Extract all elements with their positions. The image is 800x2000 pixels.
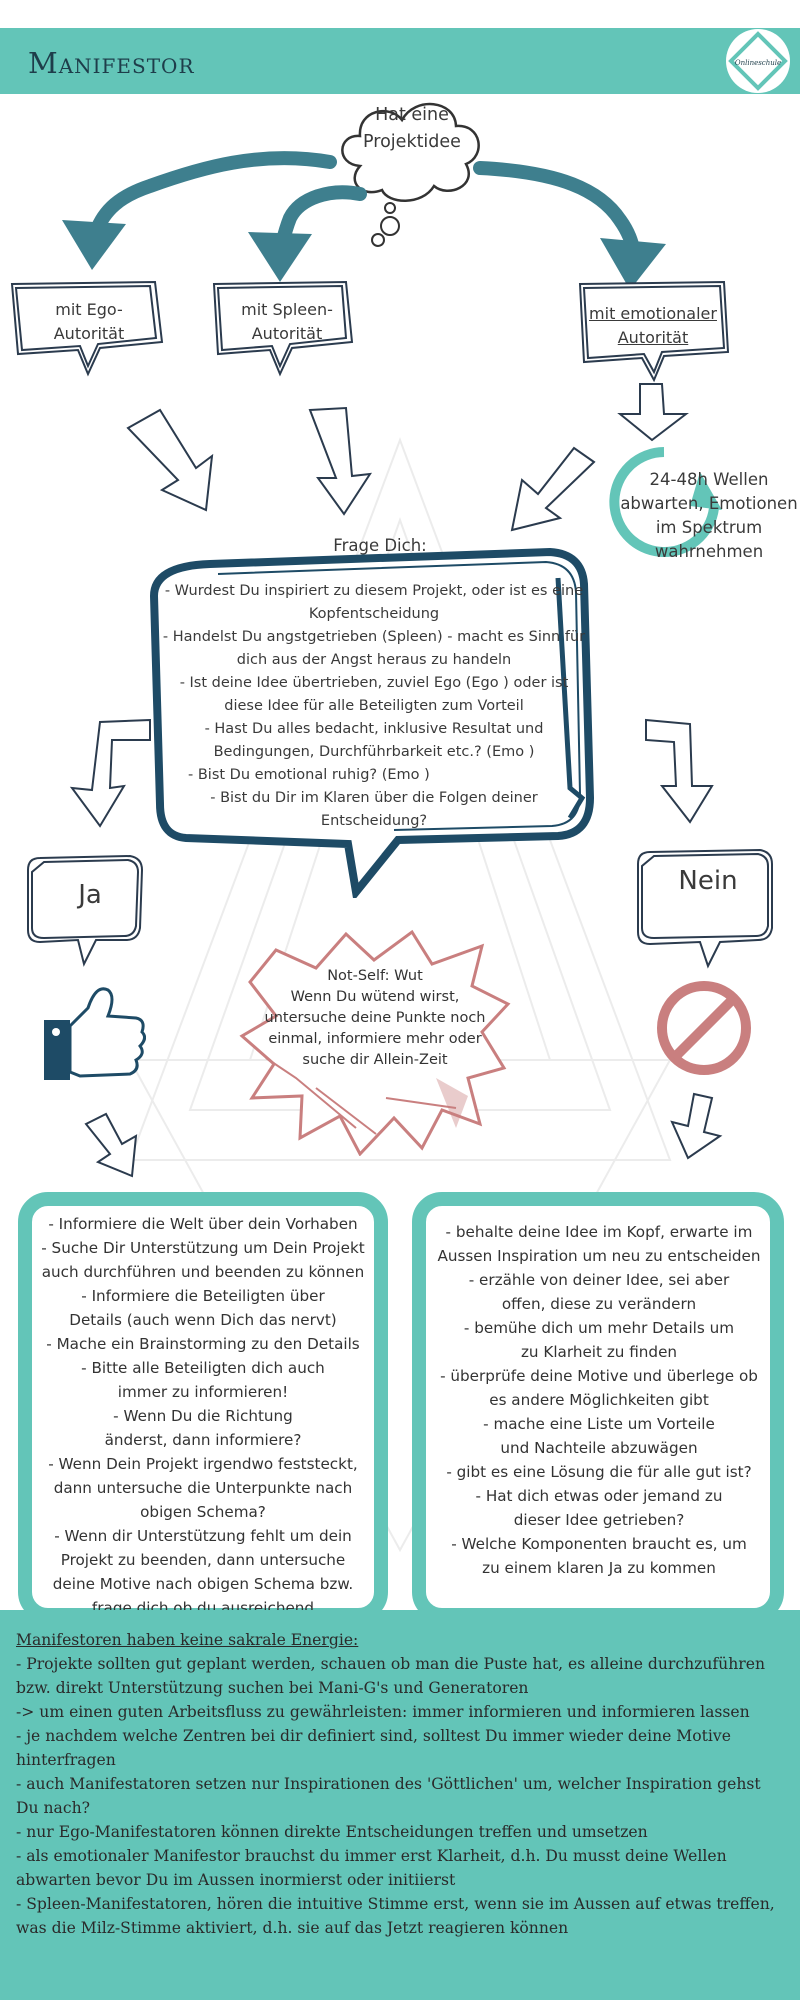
- question-bubble: [150, 548, 595, 898]
- no-action-item: - Hat dich etwas oder jemand zu dieser I…: [475, 1487, 723, 1529]
- arrow-emo-left: [510, 446, 596, 532]
- outline-arrows: [69, 383, 723, 1178]
- arrow-to-ego: [89, 151, 337, 239]
- arrow-ja-down: [84, 1112, 138, 1178]
- thumbs-up-icon: [44, 987, 146, 1080]
- footer-line: - Projekte sollten gut geplant werden, s…: [16, 1655, 765, 1697]
- ego-bubble: [10, 280, 164, 377]
- arrow-head-ego: [62, 220, 126, 270]
- logo: Onlineschule: [726, 29, 790, 93]
- logo-text: Onlineschule: [735, 59, 781, 67]
- spleen-bubble: [212, 280, 354, 377]
- answer-no: Nein: [678, 866, 738, 896]
- footer-line: - auch Manifestatoren setzen nur Inspira…: [16, 1775, 761, 1817]
- no-action-item: - gibt es eine Lösung die für alle gut i…: [446, 1463, 752, 1481]
- footer-line: - Spleen-Manifestatoren, hören die intui…: [16, 1895, 775, 1937]
- footer-notes: Manifestoren haben keine sakrale Energie…: [16, 1628, 786, 1940]
- yes-action-item: - Bitte alle Beteiligten dich auch immer…: [81, 1359, 325, 1401]
- yes-action-item: - Informiere die Welt über dein Vorhaben: [48, 1215, 358, 1233]
- cycle-arrow-icon: [609, 447, 722, 557]
- answer-yes: Ja: [78, 880, 102, 910]
- yes-action-item: - Wenn Du die Richtung änderst, dann inf…: [104, 1407, 302, 1449]
- answer-bubbles: [27, 848, 773, 969]
- no-action-item: - bemühe dich um mehr Details um zu Klar…: [463, 1319, 735, 1361]
- footer-line: - je nachdem welche Zentren bei dir defi…: [16, 1727, 731, 1769]
- yes-action-item: - Wenn Dein Projekt irgendwo feststeckt,…: [48, 1455, 358, 1521]
- question-item: - Bist Du emotional ruhig? (Emo ): [188, 767, 430, 783]
- question-label: Frage Dich:: [333, 536, 427, 555]
- header-bar: [0, 28, 800, 94]
- question-item: - Handelst Du angstgetrieben (Spleen) - …: [162, 629, 586, 668]
- yes-action-item: - Mache ein Brainstorming zu den Details: [46, 1335, 360, 1353]
- arrow-head-emotional: [600, 238, 666, 290]
- not-self-burst: [239, 929, 511, 1156]
- footer-line: - nur Ego-Manifestatoren können direkte …: [16, 1823, 648, 1841]
- no-action-item: - erzähle von deiner Idee, sei aber offe…: [468, 1271, 730, 1313]
- footer-line: - als emotionaler Manifestor brauchst du…: [16, 1847, 727, 1889]
- yes-actions-box: [18, 1192, 388, 1622]
- arrow-ego-down: [126, 408, 214, 512]
- yes-actions-list: - Informiere die Welt über dein Vorhaben…: [36, 1212, 370, 1644]
- no-action-item: - behalte deine Idee im Kopf, erwarte im…: [437, 1223, 761, 1265]
- arrow-right-down: [645, 718, 714, 824]
- arrow-left-down: [69, 718, 151, 828]
- arrow-nein-down: [670, 1092, 723, 1160]
- question-item: - Bist du Dir im Klaren über die Folgen …: [210, 790, 538, 829]
- yes-bubble: [27, 854, 144, 967]
- not-self-text: Not-Self: Wut Wenn Du wütend wirst, unte…: [262, 966, 488, 1071]
- no-action-item: - überprüfe deine Motive und überlege ob…: [440, 1367, 758, 1409]
- question-items: - Wurdest Du inspiriert zu diesem Projek…: [158, 580, 590, 833]
- footer-panel: [0, 1610, 800, 2000]
- arrow-emo-down: [617, 383, 689, 442]
- no-actions-list: - behalte deine Idee im Kopf, erwarte im…: [432, 1220, 766, 1580]
- yes-action-item: - Suche Dir Unterstützung um Dein Projek…: [41, 1239, 365, 1281]
- thought-cloud: [341, 103, 480, 247]
- not-self-body: Wenn Du wütend wirst, untersuche deine P…: [264, 989, 486, 1068]
- authority-ego: mit Ego-Autorität: [53, 300, 125, 343]
- branch-arrows: [62, 151, 666, 290]
- yes-action-item: - Informiere die Beteiligten über Detail…: [69, 1287, 337, 1329]
- not-self-title: Not-Self: Wut: [327, 968, 423, 984]
- authority-spleen: mit Spleen-Autorität: [241, 300, 333, 343]
- page-title: Manifestor: [28, 46, 195, 80]
- no-entry-icon: [657, 981, 751, 1075]
- cloud-text: Hat eine Projektidee: [363, 105, 461, 152]
- question-item: - Wurdest Du inspiriert zu diesem Projek…: [164, 583, 584, 622]
- waves-text: 24-48h Wellen abwarten, Emotionen im Spe…: [620, 470, 798, 561]
- authority-bubbles: [10, 280, 730, 383]
- footer-line: -> um einen guten Arbeitsfluss zu gewähr…: [16, 1703, 750, 1721]
- question-item: - Ist deine Idee übertrieben, zuviel Ego…: [179, 675, 569, 714]
- no-action-item: - Welche Komponenten braucht es, um zu e…: [451, 1535, 747, 1577]
- authority-emotional: mit emotionaler Autorität: [589, 304, 717, 347]
- no-action-item: - mache eine Liste um Vorteile und Nacht…: [483, 1415, 715, 1457]
- footer-heading: Manifestoren haben keine sakrale Energie…: [16, 1631, 359, 1649]
- arrow-head-spleen: [248, 232, 312, 282]
- arrow-spleen-down: [308, 406, 372, 516]
- question-item: - Hast Du alles bedacht, inklusive Resul…: [204, 721, 544, 760]
